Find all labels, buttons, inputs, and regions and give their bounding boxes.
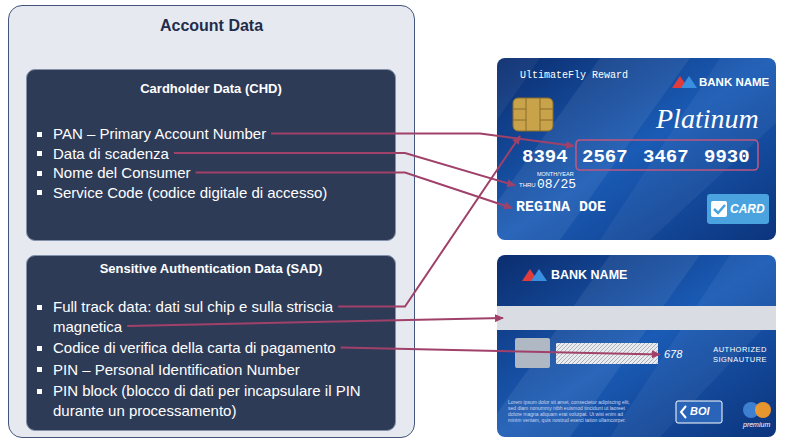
card-badge-text: CARD [730,201,765,217]
label-box: MONTH/YEAR [537,171,574,177]
bullet-row: PIN block (blocco di dati per incapsular… [27,381,395,420]
brand-caption: premium [743,420,770,429]
card-number-group: 2567 [582,146,628,168]
signature-strip [556,343,658,364]
issuer-badge [676,401,722,423]
label-box: 9930 [704,146,750,168]
bullet-row: Codice di verifica della carta di pagame… [27,338,395,358]
bullet-marker [37,132,42,137]
bullet-row: Data di scadenza [27,144,395,164]
cardholder-name: REGINA DOE [516,199,606,217]
label-box: CARD [730,201,765,217]
box-heading: Cardholder Data (CHD) [140,81,282,96]
category-box: Sensitive Authentication Data (SAD) Full … [26,255,396,431]
check-icon [711,201,727,217]
label-box: BANK NAME [551,267,627,283]
leader-line [196,173,512,209]
bank-name: BANK NAME [551,267,627,283]
label-box: premium [743,420,770,429]
bullet-marker [37,151,42,156]
label-box: BANK NAME [699,75,769,89]
check-mark [714,205,725,213]
card-streaks [497,58,776,240]
card-streaks [497,255,776,437]
issuer-logo-text: BOI [690,405,710,418]
label-box: 08/25 [537,177,576,192]
card-tier: Platinum [656,104,759,134]
card-back [480,255,790,437]
expiry-caption: THRU [519,182,536,189]
card-badge [707,194,769,224]
leader-line [174,153,515,186]
bullet-marker [37,346,42,351]
bullet-text: Nome del Consumer [53,163,191,183]
bullet-text: Full track data: dati sul chip e sulla s… [53,297,383,336]
bullet-row: PIN – Personal Identification Number [27,360,395,380]
label-box: BOI [690,405,710,418]
card-number-group: 3467 [643,146,689,168]
bank-logo [681,76,697,88]
panel-title: Account Data [160,17,263,34]
label-box: 2567 [582,146,628,168]
bullet-text: Data di scadenza [53,144,169,164]
label-box: 678 [664,348,682,361]
expiry-date: 08/25 [537,177,576,192]
card-chip [513,98,553,131]
bullet-marker [37,171,42,176]
number-highlight [576,140,758,170]
label-box: 8394 [522,146,568,168]
label-box: Lorem ipsum dolor sit amet, consectetur … [508,399,636,423]
heading-row: Sensitive Authentication Data (SAD) [27,260,395,278]
category-box: Cardholder Data (CHD) PAN – Primary Accou… [26,69,396,241]
leader-line [341,348,660,355]
heading-row: Cardholder Data (CHD) [27,80,395,98]
bullet-marker [37,305,42,310]
bullet-marker [37,389,42,394]
chip-contacts [513,98,553,131]
leader-line [127,318,503,326]
bullet-row: PAN – Primary Account Number [27,124,395,144]
label-box: 3467 [643,146,689,168]
label-box: THRU [519,182,536,189]
leader-line [271,134,574,147]
card-number-group: 9930 [704,146,750,168]
brand-circle [755,402,771,418]
bullet-row: Nome del Consumer [27,163,395,183]
label-box: AUTHORIZED SIGNAUTURE [708,345,772,364]
bullet-row: Full track data: dati sul chip e sulla s… [27,297,395,336]
cvv-code: 678 [664,348,682,361]
card-number-group: 8394 [522,146,568,168]
leader-line [338,136,520,307]
heading-row: Account Data [9,16,414,36]
bullet-text: Codice di verifica della carta di pagame… [53,338,336,358]
badge-chevron [681,406,686,418]
box-heading: Sensitive Authentication Data (SAD) [100,261,323,276]
label-box: UltimateFly Reward [520,69,628,82]
label-box: REGINA DOE [516,199,606,217]
card-program-name: UltimateFly Reward [520,69,628,82]
fine-print: Lorem ipsum dolor sit amet, consectetur … [508,399,636,423]
bank-name: BANK NAME [699,75,769,89]
bullet-text: PIN block (blocco di dati per incapsular… [53,381,383,420]
bullet-text: Service Code (codice digitale di accesso… [53,183,327,203]
group-panel: Account DataCardholder Data (CHD) PAN – P… [8,5,415,438]
bullet-text: PAN – Primary Account Number [53,124,266,144]
bullet-text: PIN – Personal Identification Number [53,360,300,380]
bullet-marker [37,190,42,195]
magnetic-stripe [497,306,776,330]
bullet-marker [37,367,42,372]
expiry-caption: MONTH/YEAR [537,171,574,177]
signature-caption: AUTHORIZED SIGNAUTURE [708,345,772,364]
card-front [470,58,790,240]
label-box: Platinum [656,104,759,134]
bank-logo [531,269,547,281]
hologram [515,338,550,368]
bullet-row: Service Code (codice digitale di accesso… [27,183,395,203]
